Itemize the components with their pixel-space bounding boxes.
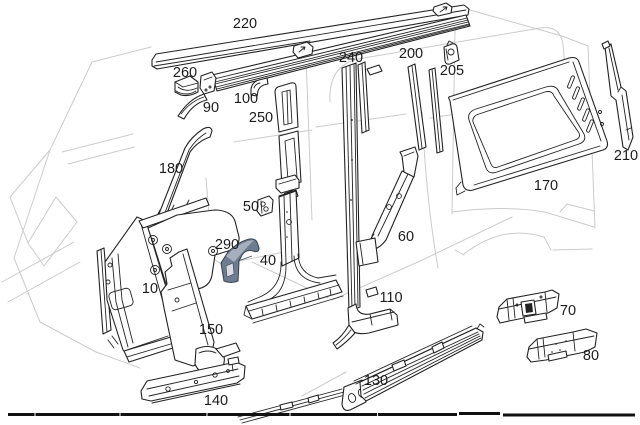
part-label-10[interactable]: 10 [142,281,158,297]
part-label-240[interactable]: 240 [339,50,363,66]
part-label-140[interactable]: 140 [204,393,228,409]
part-label-60[interactable]: 60 [398,229,414,245]
part-40-b-pillar[interactable] [243,189,344,324]
part-220-roof-rail[interactable] [151,2,470,70]
part-label-150[interactable]: 150 [199,322,223,338]
part-50-plate[interactable] [256,195,274,217]
part-label-170[interactable]: 170 [534,178,558,194]
part-170-quarter-panel[interactable] [448,56,609,196]
part-label-210[interactable]: 210 [614,148,638,164]
part-200-seal-strips[interactable] [407,63,444,154]
part-130-rocker-panel[interactable] [237,323,485,424]
part-label-205[interactable]: 205 [440,63,464,79]
part-label-180[interactable]: 180 [159,161,183,177]
part-label-250[interactable]: 250 [249,110,273,126]
part-label-130[interactable]: 130 [364,373,388,389]
part-100-corner-bracket[interactable] [250,77,269,97]
part-label-220[interactable]: 220 [233,16,257,32]
part-260-bracket[interactable] [174,75,199,97]
part-205-clip[interactable] [443,40,460,65]
part-290-highlighted-bracket[interactable] [220,238,260,284]
part-label-90[interactable]: 90 [203,100,219,116]
part-label-260[interactable]: 260 [173,65,197,81]
part-label-110[interactable]: 110 [379,290,402,306]
part-label-40[interactable]: 40 [260,253,276,269]
part-label-290[interactable]: 290 [215,237,239,253]
part-210-trim-strip[interactable] [601,40,634,151]
part-60-110-pillar-assembly[interactable] [332,61,419,350]
part-label-200[interactable]: 200 [399,46,423,62]
part-label-80[interactable]: 80 [583,348,599,364]
footer-divider [8,412,635,417]
part-70-bracket[interactable] [496,289,560,324]
callout-labels: 220 260 90 100 250 240 200 205 180 50 290 40 60 110 10… [142,16,638,409]
part-label-100[interactable]: 100 [234,91,258,107]
part-140-sill-reinforcement[interactable] [140,356,246,404]
part-90-curved-strip[interactable] [177,93,208,120]
part-label-70[interactable]: 70 [560,303,576,319]
part-240-ribbed-rail[interactable] [199,14,471,95]
part-label-50[interactable]: 50 [243,199,259,215]
part-80-bracket[interactable] [526,328,598,363]
part-150-cowl-panel[interactable] [160,248,241,375]
part-250-pillar-reinforcement[interactable] [274,82,302,194]
